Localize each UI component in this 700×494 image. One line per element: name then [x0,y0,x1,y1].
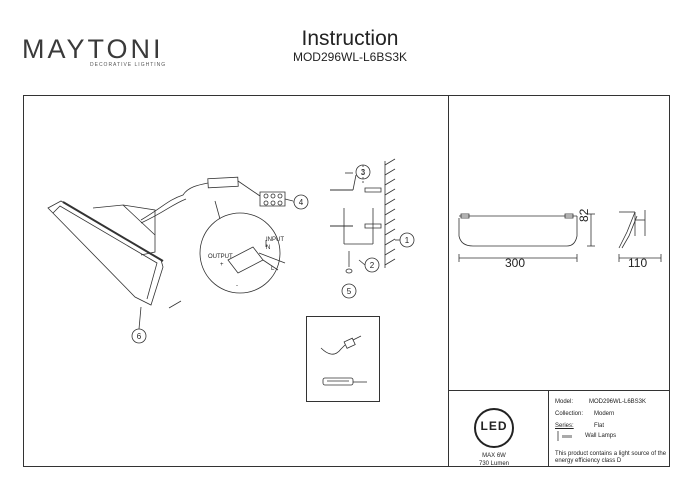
divider-horizontal [448,390,670,391]
wall-lamp-icon [557,431,572,441]
divider-info [548,390,549,467]
max-power: MAX 6W [482,453,506,459]
model-label: Model: [555,399,574,405]
callout-5: 5 [346,287,352,296]
callout-3: 3 [360,168,366,177]
live-label: L [271,266,275,272]
dim-width: 300 [505,256,526,270]
output-label: OUTPUT [208,254,233,260]
dim-depth: 110 [628,256,648,270]
installation-diagram [47,158,415,386]
callout-1: 1 [404,236,410,245]
output-plus: + [220,262,224,268]
page-title: Instruction [301,27,399,50]
series-value: Flat [594,423,605,429]
neutral-label: N [266,245,271,251]
led-logo: LED [480,419,508,433]
collection-label: Collection: [555,411,584,417]
model-value: MOD296WL-L6BS3K [589,399,647,405]
collection-value: Modern [594,411,615,417]
input-label: INPUT [266,237,284,243]
callout-6: 6 [136,332,142,341]
energy-note-2: energy efficiency class D [555,458,622,464]
instruction-frame [23,95,670,467]
dim-height: 82 [577,208,591,222]
tools-inset [306,316,380,402]
led-logo-circle [474,408,514,448]
model-subtitle: MOD296WL-L6BS3K [292,50,408,64]
dimension-drawing [458,210,662,262]
energy-note-1: This product contains a light source of … [555,451,667,457]
series-label: Series: [555,423,574,429]
callout-2: 2 [369,261,375,270]
brand-tagline: DECORATIVE LIGHTING [90,62,167,68]
divider-vertical [448,95,449,467]
output-minus: - [236,283,238,289]
lumen-output: 730 Lumen [478,461,510,467]
callout-4: 4 [298,198,304,207]
type-value: Wall Lamps [585,433,617,439]
brand-logo: MAYTONI [22,34,164,64]
